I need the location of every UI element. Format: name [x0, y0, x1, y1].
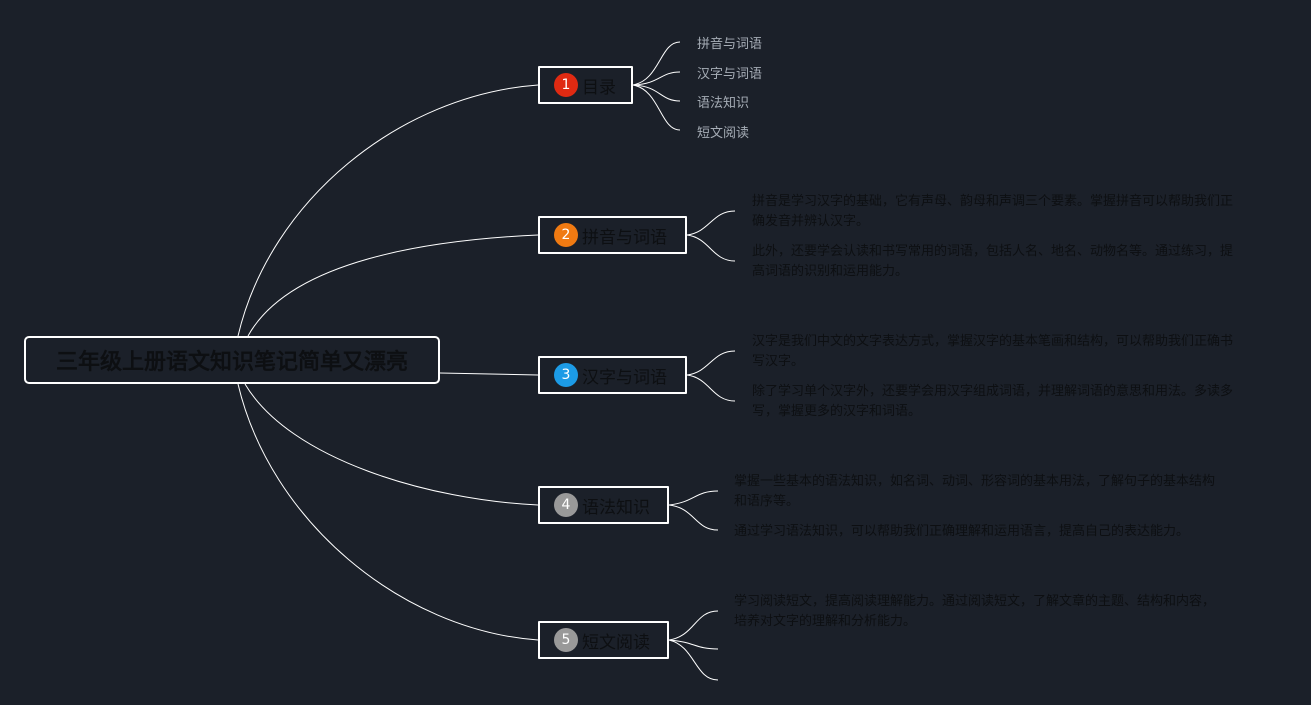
root-title: 三年级上册语文知识笔记简单又漂亮 [55, 350, 408, 375]
link-root-branch-2 [247, 234, 539, 337]
link-branch-5-para-3 [668, 639, 719, 681]
branch-4-paragraph-1[interactable]: 掌握一些基本的语法知识，如名词、动词、形容词的基本用法，了解句子的基本结构和语序… [734, 474, 1216, 509]
root-node[interactable]: 三年级上册语文知识笔记简单又漂亮 [24, 336, 440, 384]
branch-5-label: 短文阅读 [582, 632, 650, 653]
link-branch-1-item-4 [632, 84, 681, 131]
branch-3-badge: 3 [554, 363, 578, 387]
branch-2-paragraph-1[interactable]: 拼音是学习汉字的基础，它有声母、韵母和声调三个要素。掌握拼音可以帮助我们正确发音… [752, 194, 1234, 229]
link-branch-4-para-2 [668, 504, 719, 531]
link-branch-1-item-1 [632, 41, 681, 86]
link-branch-3-para-2 [686, 374, 736, 402]
link-branch-1-item-3 [632, 84, 681, 102]
branch-2-paragraph-2[interactable]: 此外，还要学会认读和书写常用的词语，包括人名、地名、动物名等。通过练习，提高词语… [752, 244, 1234, 279]
link-root-branch-4 [244, 383, 539, 506]
branch-node-4[interactable]: 4 语法知识 [538, 486, 669, 524]
branch-node-1[interactable]: 1 目录 [538, 66, 633, 104]
branch-3-paragraph-2[interactable]: 除了学习单个汉字外，还要学会用汉字组成词语，并理解词语的意思和用法。多读多写，掌… [752, 384, 1234, 419]
branch-5-paragraph-1[interactable]: 学习阅读短文，提高阅读理解能力。通过阅读短文，了解文章的主题、结构和内容，培养对… [734, 594, 1216, 629]
link-root-branch-1 [237, 84, 539, 337]
branch-2-badge: 2 [554, 223, 578, 247]
link-branch-2-para-2 [686, 234, 736, 262]
toc-item-2[interactable]: 汉字与词语 [697, 67, 763, 82]
branch-node-3[interactable]: 3 汉字与词语 [538, 356, 687, 394]
branch-4-label: 语法知识 [582, 497, 650, 518]
branch-node-2[interactable]: 2 拼音与词语 [538, 216, 687, 254]
link-branch-2-para-1 [686, 210, 736, 236]
branch-node-5[interactable]: 5 短文阅读 [538, 621, 669, 659]
branch-5-badge: 5 [554, 628, 578, 652]
branch-4-badge: 4 [554, 493, 578, 517]
link-root-branch-5 [237, 383, 539, 641]
toc-item-4[interactable]: 短文阅读 [697, 126, 750, 141]
branch-1-badge: 1 [554, 73, 578, 97]
branch-3-paragraph-1[interactable]: 汉字是我们中文的文字表达方式，掌握汉字的基本笔画和结构，可以帮助我们正确书写汉字… [752, 334, 1234, 369]
branch-3-label: 汉字与词语 [582, 367, 667, 388]
link-branch-3-para-1 [686, 350, 736, 376]
branch-4-paragraph-2[interactable]: 通过学习语法知识，可以帮助我们正确理解和运用语言，提高自己的表达能力。 [734, 524, 1190, 539]
link-branch-4-para-1 [668, 490, 719, 506]
branch-1-label: 目录 [582, 77, 616, 98]
toc-item-1[interactable]: 拼音与词语 [697, 37, 763, 52]
link-branch-5-para-2 [668, 639, 719, 650]
toc-item-3[interactable]: 语法知识 [697, 96, 750, 111]
link-branch-1-item-2 [632, 71, 681, 86]
link-root-branch-3 [439, 372, 539, 376]
branch-2-label: 拼音与词语 [582, 227, 667, 248]
link-branch-5-para-1 [668, 610, 719, 641]
